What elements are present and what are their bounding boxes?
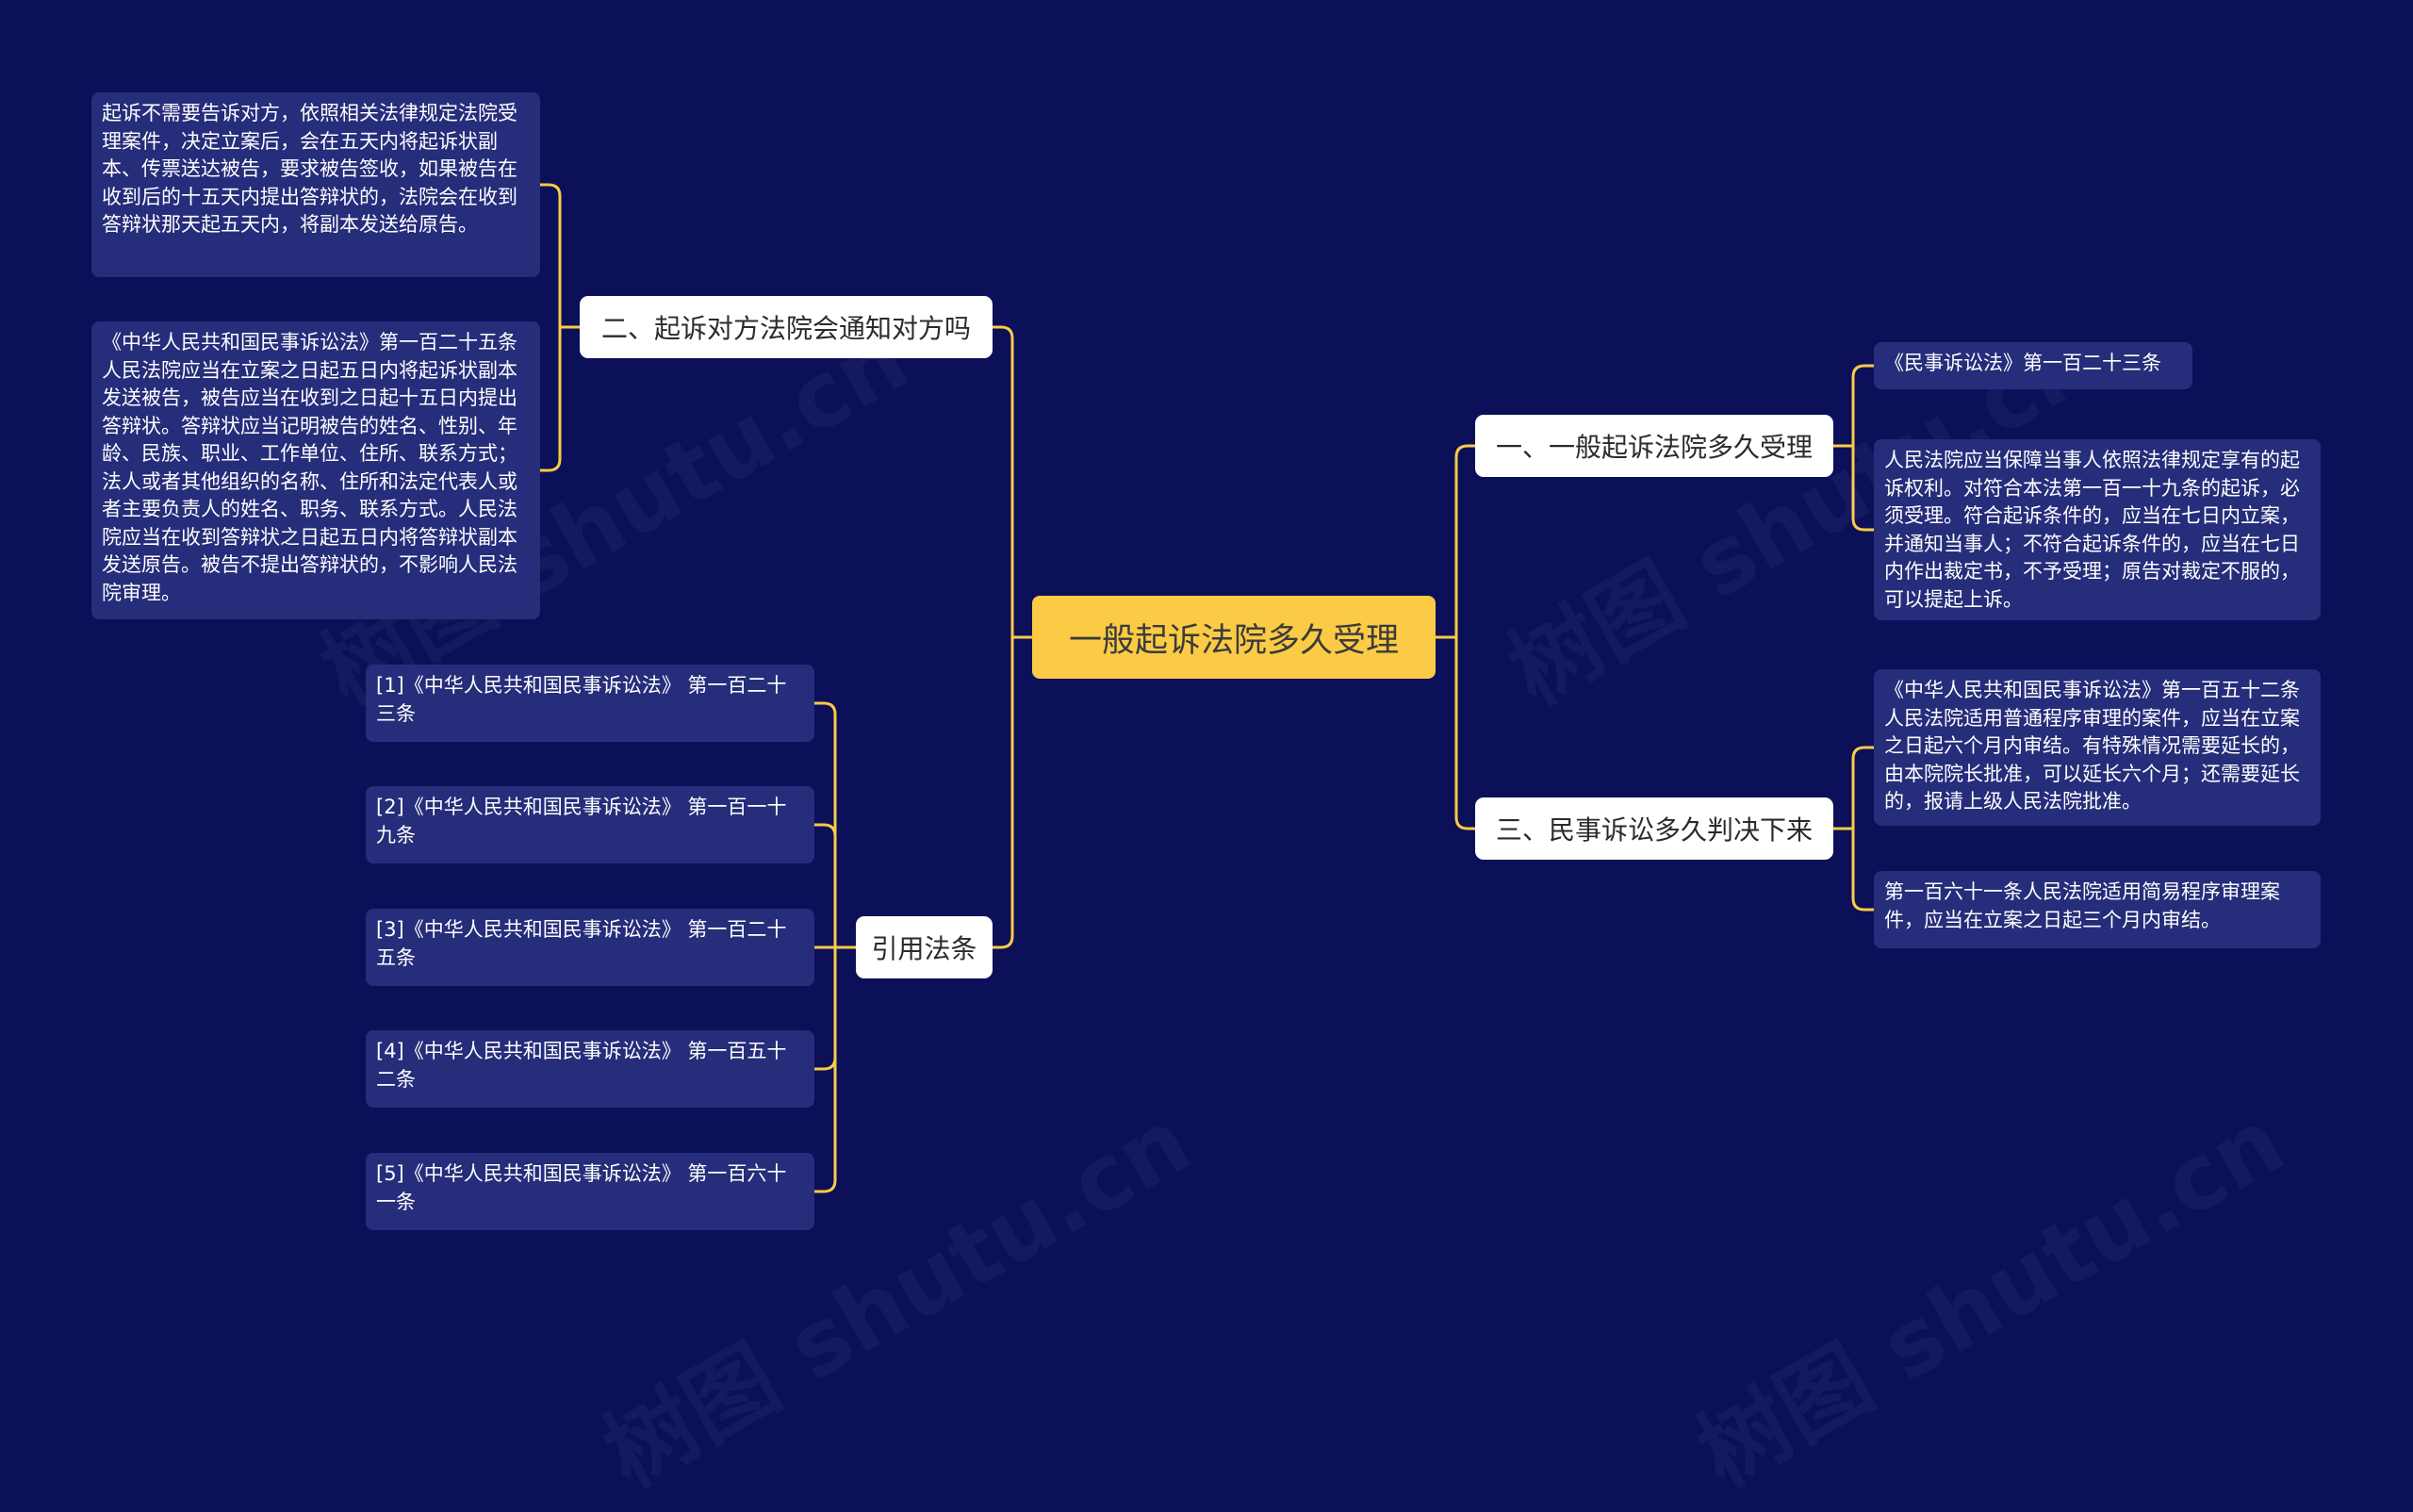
branch-node-judgment-time[interactable]: 三、民事诉讼多久判决下来 [1475,797,1833,860]
leaf-note-b2-1: 《中华人民共和国民事诉讼法》第一百二十五条人民法院应当在立案之日起五日内将起诉状… [91,321,540,619]
connector-b2-leaf0 [540,183,580,329]
leaf-note-b3-0: 《中华人民共和国民事诉讼法》第一百五十二条人民法院适用普通程序审理的案件，应当在… [1874,669,2321,826]
connector-b3-leaf1 [1833,827,1874,912]
mind-map: 树图 shutu.cn 树图 shutu.cn 树图 shutu.cn 树图 s… [91,92,2321,1507]
leaf-citation-2: [2]《中华人民共和国民事诉讼法》 第一百一十九条 [366,786,814,863]
connector-b2-leaf1 [540,325,580,472]
connector-root-b3 [1436,635,1475,830]
branch-node-general-filing[interactable]: 一、一般起诉法院多久受理 [1475,415,1833,477]
leaf-citation-3: [3]《中华人民共和国民事诉讼法》 第一百二十五条 [366,909,814,986]
connector-b4-leaf1 [814,823,856,949]
connector-root-b2 [993,325,1032,639]
branch-node-notify-defendant[interactable]: 二、起诉对方法院会通知对方吗 [580,296,993,358]
leaf-citation-4: [4]《中华人民共和国民事诉讼法》 第一百五十二条 [366,1030,814,1108]
leaf-note-b2-0: 起诉不需要告诉对方，依照相关法律规定法院受理案件，决定立案后，会在五天内将起诉状… [91,92,540,277]
connector-b4-leaf4 [814,945,856,1193]
connector-b1-leaf1 [1833,444,1874,532]
leaf-note-b3-1: 第一百六十一条人民法院适用简易程序审理案件，应当在立案之日起三个月内审结。 [1874,871,2321,948]
leaf-citation-1: [1]《中华人民共和国民事诉讼法》 第一百二十三条 [366,665,814,742]
root-topic[interactable]: 一般起诉法院多久受理 [1032,596,1436,679]
leaf-note-b1-0: 《民事诉讼法》第一百二十三条 [1874,342,2192,389]
connector-b3-leaf0 [1833,746,1874,830]
connector-b4-leaf0 [814,701,856,949]
connector-root-b4 [993,635,1032,949]
connector-b1-leaf0 [1833,364,1874,448]
branch-node-cited-articles[interactable]: 引用法条 [856,916,993,978]
connector-lines [540,183,1874,1193]
connector-root-b1 [1436,444,1475,639]
leaf-note-b1-1: 人民法院应当保障当事人依照法律规定享有的起诉权利。对符合本法第一百一十九条的起诉… [1874,439,2321,620]
leaf-citation-5: [5]《中华人民共和国民事诉讼法》 第一百六十一条 [366,1153,814,1230]
